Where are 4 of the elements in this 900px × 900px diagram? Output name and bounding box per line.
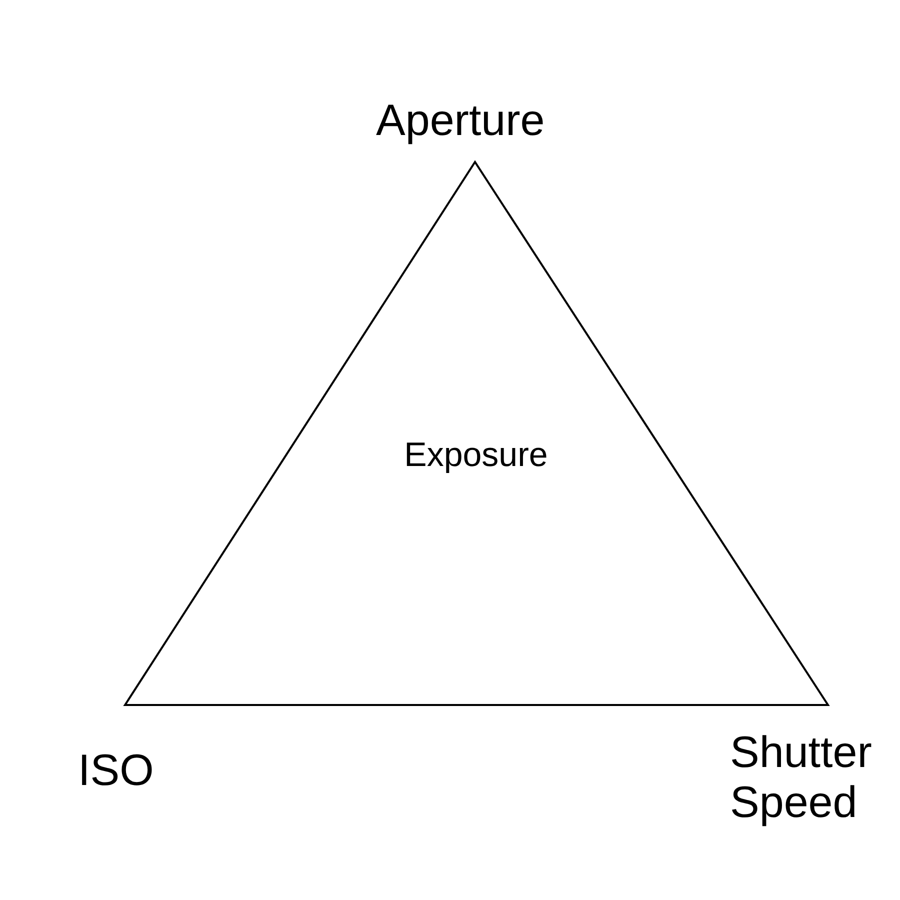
center-label: Exposure: [403, 436, 549, 475]
corner-label: Aperture: [376, 96, 546, 146]
corner-label: ISO: [78, 746, 155, 796]
corner-label: Shutter Speed: [730, 728, 873, 828]
